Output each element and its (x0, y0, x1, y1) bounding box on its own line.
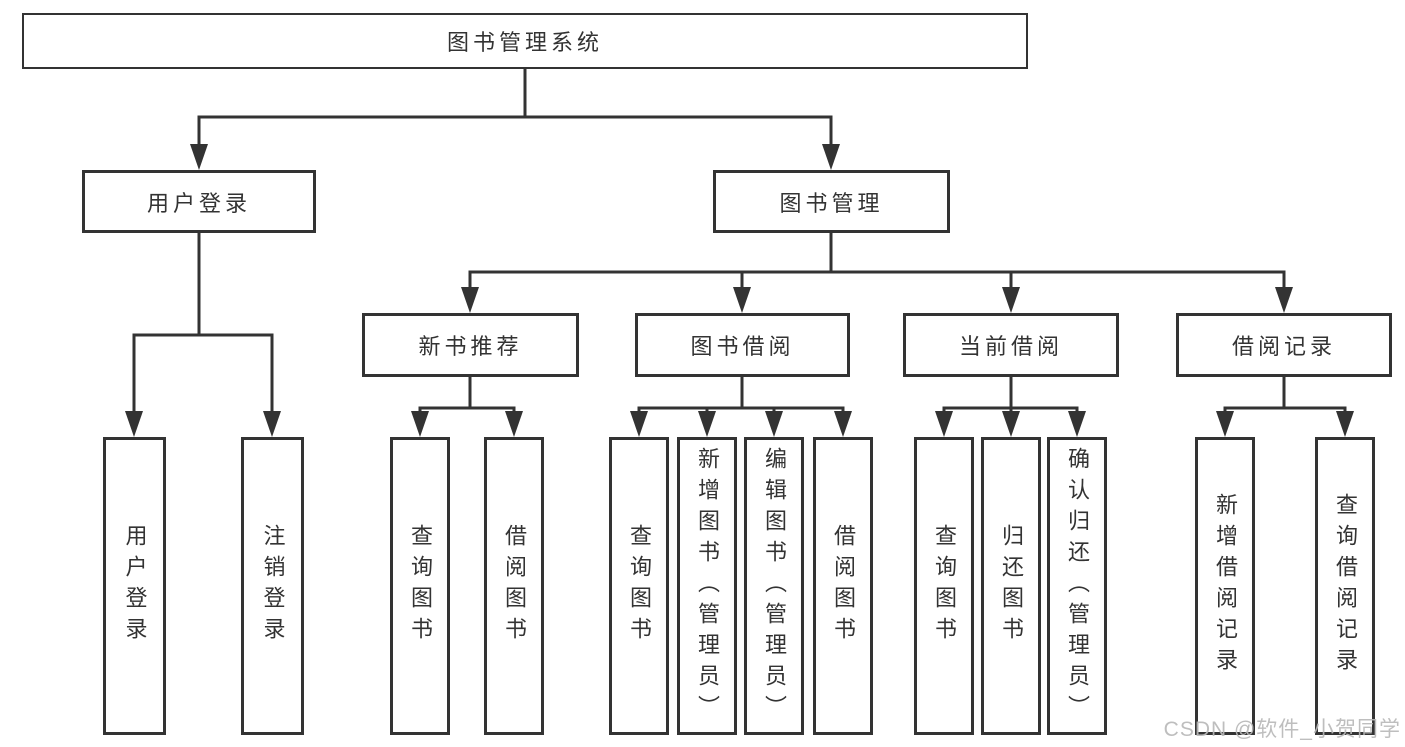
leaf-br-query-borrow-record: 查询借阅记录 (1315, 437, 1375, 735)
leaf-cb-confirm-return-admin-label: 确认归还（管理员） (1065, 446, 1090, 726)
arrow-heads (125, 144, 1354, 437)
node-book-management: 图书管理 (713, 170, 950, 233)
connector-level2-split (197, 115, 833, 148)
connector-borrowing-records-split (1223, 377, 1347, 414)
node-borrowing-records: 借阅记录 (1176, 313, 1392, 377)
node-root: 图书管理系统 (22, 13, 1028, 69)
leaf-bb-query-books: 查询图书 (609, 437, 669, 735)
node-new-book-recommend-label: 新书推荐 (418, 334, 523, 359)
leaf-bb-edit-books-admin-label: 编辑图书（管理员） (762, 446, 787, 726)
node-current-borrowing-label: 当前借阅 (958, 334, 1063, 359)
arrow-down-icon (190, 144, 208, 170)
leaf-bb-borrow-books-label: 借阅图书 (831, 524, 856, 648)
connector-user-login-split (132, 333, 274, 416)
leaf-logout-login-label: 注销登录 (260, 524, 286, 648)
leaf-nbr-borrow-books-label: 借阅图书 (502, 524, 527, 648)
arrow-down-icon (822, 144, 840, 170)
arrow-down-icon (505, 411, 523, 437)
arrow-down-icon (1068, 411, 1086, 437)
leaf-bb-borrow-books: 借阅图书 (813, 437, 873, 735)
leaf-cb-query-books-label: 查询图书 (932, 524, 957, 648)
leaf-nbr-borrow-books: 借阅图书 (484, 437, 544, 735)
arrow-down-icon (935, 411, 953, 437)
arrow-down-icon (765, 411, 783, 437)
arrow-down-icon (411, 411, 429, 437)
arrow-down-icon (698, 411, 716, 437)
node-borrowing-records-label: 借阅记录 (1231, 334, 1336, 359)
leaf-cb-return-books: 归还图书 (981, 437, 1041, 735)
node-book-management-label: 图书管理 (779, 190, 884, 216)
arrow-down-icon (1002, 411, 1020, 437)
leaf-user-login-label: 用户登录 (122, 524, 148, 648)
arrow-down-icon (733, 287, 751, 313)
node-book-borrowing: 图书借阅 (635, 313, 850, 377)
leaf-bb-query-books-label: 查询图书 (627, 524, 652, 648)
leaf-cb-confirm-return-admin: 确认归还（管理员） (1047, 437, 1107, 735)
leaf-logout-login: 注销登录 (241, 437, 304, 735)
arrow-down-icon (1002, 287, 1020, 313)
leaf-cb-return-books-label: 归还图书 (999, 524, 1024, 648)
leaf-nbr-query-books: 查询图书 (390, 437, 450, 735)
leaf-nbr-query-books-label: 查询图书 (408, 524, 433, 648)
arrow-down-icon (125, 411, 143, 437)
leaf-cb-query-books: 查询图书 (914, 437, 974, 735)
node-new-book-recommend: 新书推荐 (362, 313, 579, 377)
leaf-bb-add-books-admin-label: 新增图书（管理员） (695, 446, 720, 726)
leaf-bb-add-books-admin: 新增图书（管理员） (677, 437, 737, 735)
node-current-borrowing: 当前借阅 (903, 313, 1119, 377)
connector-new-book-recommend-split (418, 377, 516, 414)
connector-level3-split (468, 270, 1286, 292)
arrow-down-icon (263, 411, 281, 437)
leaf-bb-edit-books-admin: 编辑图书（管理员） (744, 437, 804, 735)
arrow-down-icon (1216, 411, 1234, 437)
node-user-login-label: 用户登录 (146, 190, 251, 216)
leaf-br-add-borrow-record-label: 新增借阅记录 (1213, 493, 1238, 679)
csdn-watermark: CSDN @软件_小贺同学 (1163, 718, 1401, 741)
node-user-login: 用户登录 (82, 170, 316, 233)
node-book-borrowing-label: 图书借阅 (690, 334, 795, 359)
arrow-down-icon (461, 287, 479, 313)
arrow-down-icon (630, 411, 648, 437)
connector-current-borrowing-split (942, 377, 1079, 414)
leaf-br-add-borrow-record: 新增借阅记录 (1195, 437, 1255, 735)
connector-book-borrowing-split (637, 377, 845, 414)
arrow-down-icon (1336, 411, 1354, 437)
arrow-down-icon (1275, 287, 1293, 313)
leaf-user-login: 用户登录 (103, 437, 166, 735)
node-root-label: 图书管理系统 (446, 30, 603, 55)
leaf-br-query-borrow-record-label: 查询借阅记录 (1333, 493, 1358, 679)
arrow-down-icon (834, 411, 852, 437)
